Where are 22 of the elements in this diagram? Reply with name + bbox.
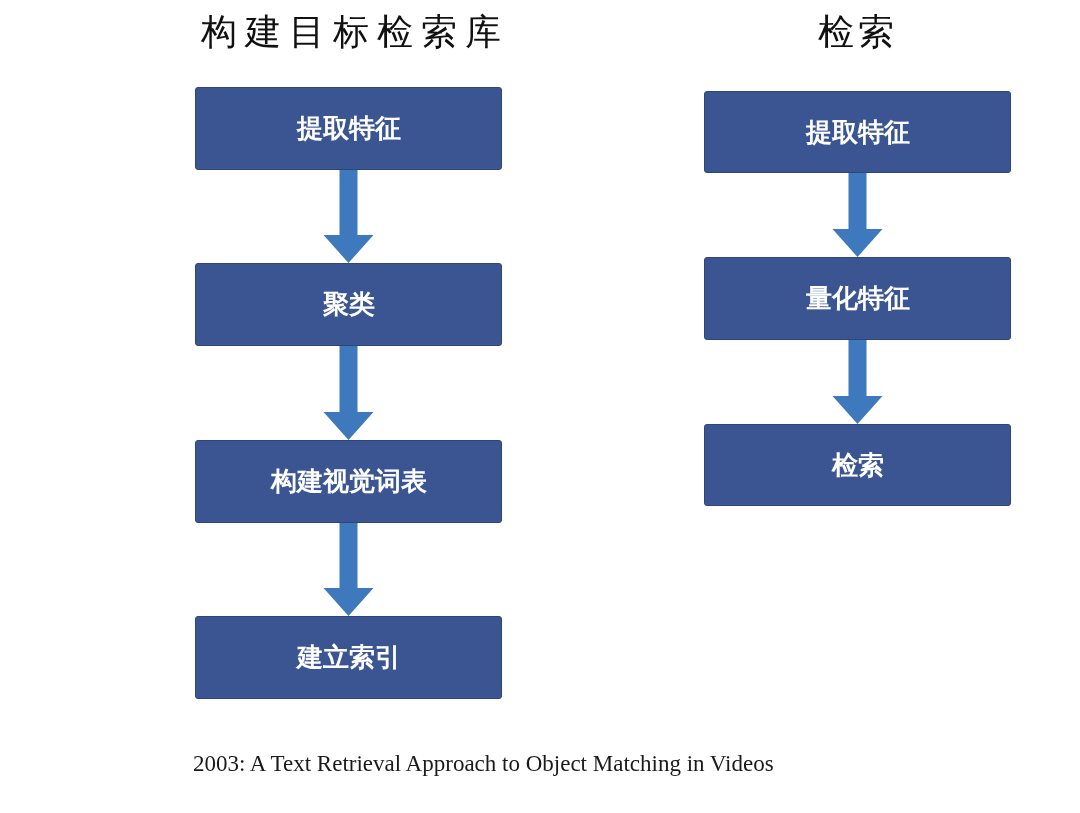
box-label: 检索 (831, 448, 884, 482)
process-box (195, 440, 502, 523)
block-arrow (323, 346, 374, 440)
process-box (195, 616, 502, 699)
process-box (704, 257, 1011, 340)
block-arrow (832, 173, 883, 257)
column-heading: 构建目标检索库 (200, 10, 510, 54)
process-box (704, 424, 1011, 506)
box-label: 提取特征 (805, 115, 910, 149)
column-heading: 检索 (817, 10, 899, 54)
box-label: 提取特征 (296, 112, 401, 145)
caption: 2003: A Text Retrieval Approach to Object Matching in Videos (193, 750, 774, 778)
box-label: 建立索引 (296, 641, 401, 674)
process-box (195, 87, 502, 170)
block-arrow (323, 170, 374, 263)
process-box (704, 91, 1011, 173)
box-label: 构建视觉词表 (270, 465, 427, 498)
box-label: 聚类 (322, 288, 375, 321)
block-arrow (832, 340, 883, 424)
process-box (195, 263, 502, 346)
block-arrow (323, 523, 374, 616)
box-label: 量化特征 (805, 282, 910, 315)
